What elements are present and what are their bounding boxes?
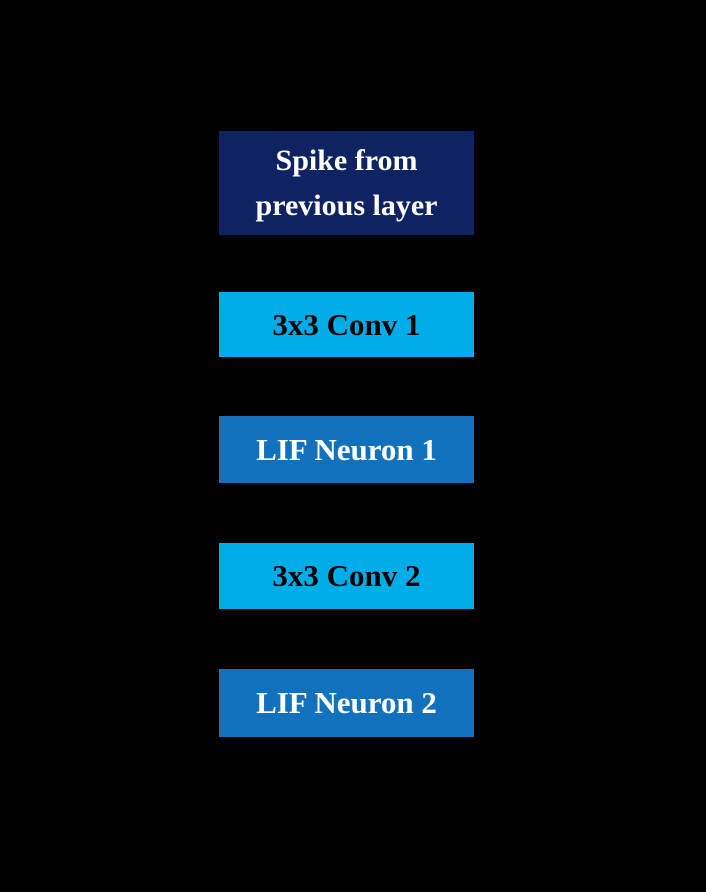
node-conv-2: 3x3 Conv 2 (219, 543, 474, 609)
node-spike-from-previous-layer: Spike from previous layer (219, 131, 474, 235)
node-conv-1: 3x3 Conv 1 (219, 292, 474, 357)
node-lif-neuron-2: LIF Neuron 2 (219, 669, 474, 737)
node-lif-neuron-1: LIF Neuron 1 (219, 416, 474, 483)
